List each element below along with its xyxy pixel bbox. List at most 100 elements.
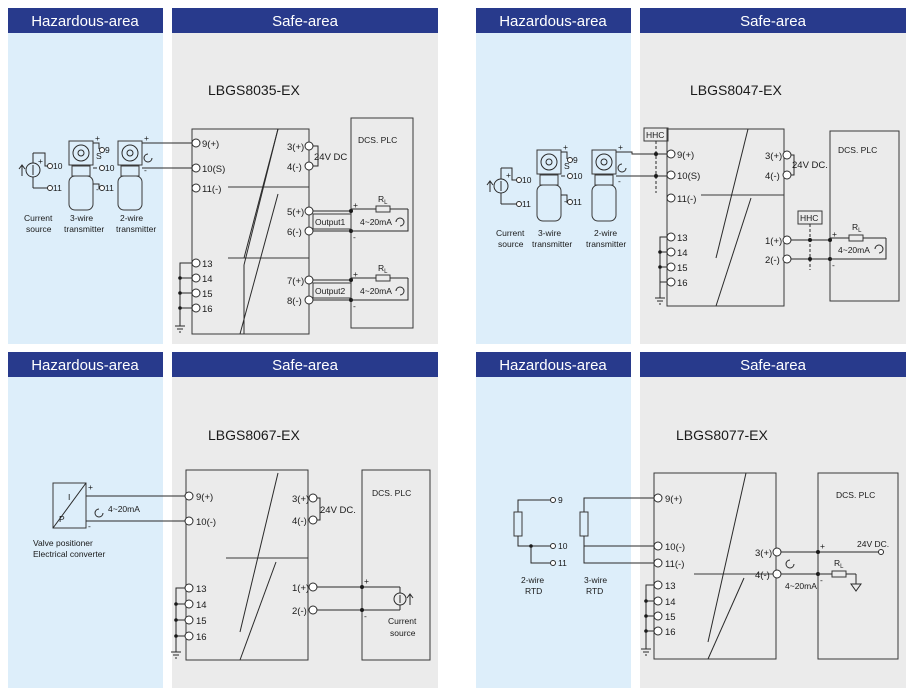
svg-text:15: 15 (196, 616, 207, 627)
svg-text:13: 13 (202, 259, 213, 270)
current-source-icon (18, 153, 41, 188)
isolator-module (666, 128, 785, 307)
current-label: 4~20mA (838, 245, 870, 255)
loop-arrow-icon (94, 508, 104, 518)
loop-arrow-icon (617, 163, 627, 173)
svg-text:3-wire: 3-wire (538, 228, 561, 238)
two-wire-transmitter-icon (591, 149, 617, 222)
dcs-plc-box (361, 469, 431, 661)
svg-text:RL: RL (378, 194, 388, 206)
safe-area-label: Safe-area (740, 357, 807, 374)
dcs-plc-label: DCS. PLC (372, 488, 411, 498)
model-title: LBGS8067-EX (208, 427, 300, 443)
svg-text:3-wire: 3-wire (584, 575, 607, 585)
svg-text:11(-): 11(-) (202, 184, 221, 195)
svg-text:Current: Current (24, 213, 53, 223)
svg-text:source: source (26, 224, 52, 234)
svg-text:15: 15 (677, 263, 688, 274)
svg-text:16: 16 (677, 278, 688, 289)
terminal-13: 13 (666, 232, 688, 244)
output2-label: Output2 (315, 286, 346, 296)
terminal-4: 4(-) (755, 569, 782, 581)
svg-text:16: 16 (202, 304, 213, 315)
svg-text:Electrical converter: Electrical converter (33, 549, 105, 559)
svg-text:+: + (820, 541, 825, 551)
svg-text:15: 15 (665, 612, 676, 623)
hazardous-area-label: Hazardous-area (31, 13, 139, 30)
svg-text:RL: RL (852, 222, 862, 234)
loop-arrow-icon (395, 286, 405, 296)
dcs-plc-box (829, 130, 900, 302)
terminal-4: 4(-) (765, 170, 792, 182)
svg-text:I: I (68, 492, 70, 502)
svg-text:14: 14 (665, 597, 676, 608)
svg-text:source: source (498, 239, 524, 249)
hazardous-area-zone (8, 33, 163, 344)
dcs-plc-label: DCS. PLC (358, 135, 397, 145)
svg-text:transmitter: transmitter (586, 239, 626, 249)
panel-lbgs8047: Hazardous-area Safe-area LBGS8047-EX HHC… (476, 8, 906, 344)
hazardous-area-label: Hazardous-area (499, 13, 607, 30)
svg-text:11: 11 (53, 183, 62, 193)
current-label: 4~20mA (108, 504, 140, 514)
svg-text:-: - (618, 176, 621, 186)
panel-lbgs8035: Hazardous-area Safe-area LBGS8035-EX 9(+… (8, 8, 438, 344)
svg-text:-: - (564, 196, 567, 206)
svg-text:2(-): 2(-) (292, 606, 307, 617)
safe-area-header (172, 8, 438, 33)
ground-icon (171, 651, 181, 659)
svg-text:9(+): 9(+) (677, 150, 694, 161)
svg-text:15: 15 (202, 289, 213, 300)
svg-text:9: 9 (105, 145, 110, 155)
dcs-plc-box (817, 472, 899, 660)
svg-text:3-wire: 3-wire (70, 213, 93, 223)
svg-text:3(+): 3(+) (287, 142, 304, 153)
current-source-icon (393, 587, 414, 610)
isolator-module (185, 469, 309, 661)
terminal-10: 10(-) (653, 541, 685, 553)
svg-text:RL: RL (378, 263, 388, 275)
svg-text:HHC: HHC (646, 130, 664, 140)
hazardous-area-label: Hazardous-area (499, 357, 607, 374)
svg-text:+: + (95, 133, 100, 143)
panel-lbgs8077: Hazardous-area Safe-area LBGS8077-EX 9(+… (476, 352, 906, 688)
svg-text:3(+): 3(+) (765, 151, 782, 162)
svg-text:10(-): 10(-) (665, 542, 685, 553)
dcs-plc-label: DCS. PLC (838, 145, 877, 155)
svg-text:16: 16 (665, 627, 676, 638)
svg-text:+: + (618, 142, 623, 152)
current-label: 4~20mA (360, 217, 392, 227)
svg-text:4(-): 4(-) (287, 162, 302, 173)
svg-text:10(-): 10(-) (196, 517, 216, 528)
svg-text:11: 11 (573, 197, 582, 207)
output1-box (312, 213, 352, 230)
loop-arrow-icon (785, 559, 795, 569)
dcs-plc-label: DCS. PLC (836, 490, 875, 500)
terminal-11: 11(-) (191, 183, 221, 195)
panel-lbgs8067: Hazardous-area Safe-area LBGS8067-EX 9(+… (8, 352, 438, 688)
svg-text:transmitter: transmitter (116, 224, 156, 234)
svg-text:14: 14 (196, 600, 207, 611)
svg-text:RTD: RTD (586, 586, 603, 596)
current-source-icon (486, 168, 509, 204)
ground-icon (175, 325, 185, 333)
ground-icon (655, 297, 665, 305)
svg-text:7(+): 7(+) (287, 276, 304, 287)
output1-label: Output1 (315, 217, 346, 227)
loop-arrow-icon (874, 244, 884, 254)
svg-text:11: 11 (105, 183, 114, 193)
hazardous-area-header (8, 8, 163, 33)
svg-text:S: S (96, 151, 102, 161)
svg-text:P: P (59, 514, 65, 524)
svg-text:6(-): 6(-) (287, 227, 302, 238)
supply-label: 24V DC. (792, 160, 828, 171)
svg-text:10: 10 (522, 175, 532, 185)
svg-text:2-wire: 2-wire (120, 213, 143, 223)
svg-text:+: + (353, 200, 358, 210)
model-title: LBGS8077-EX (676, 427, 768, 443)
svg-text:Current: Current (388, 616, 417, 626)
svg-text:+: + (832, 229, 837, 239)
svg-text:3(+): 3(+) (292, 494, 309, 505)
three-wire-transmitter-icon (536, 149, 562, 222)
svg-text:10: 10 (105, 163, 115, 173)
